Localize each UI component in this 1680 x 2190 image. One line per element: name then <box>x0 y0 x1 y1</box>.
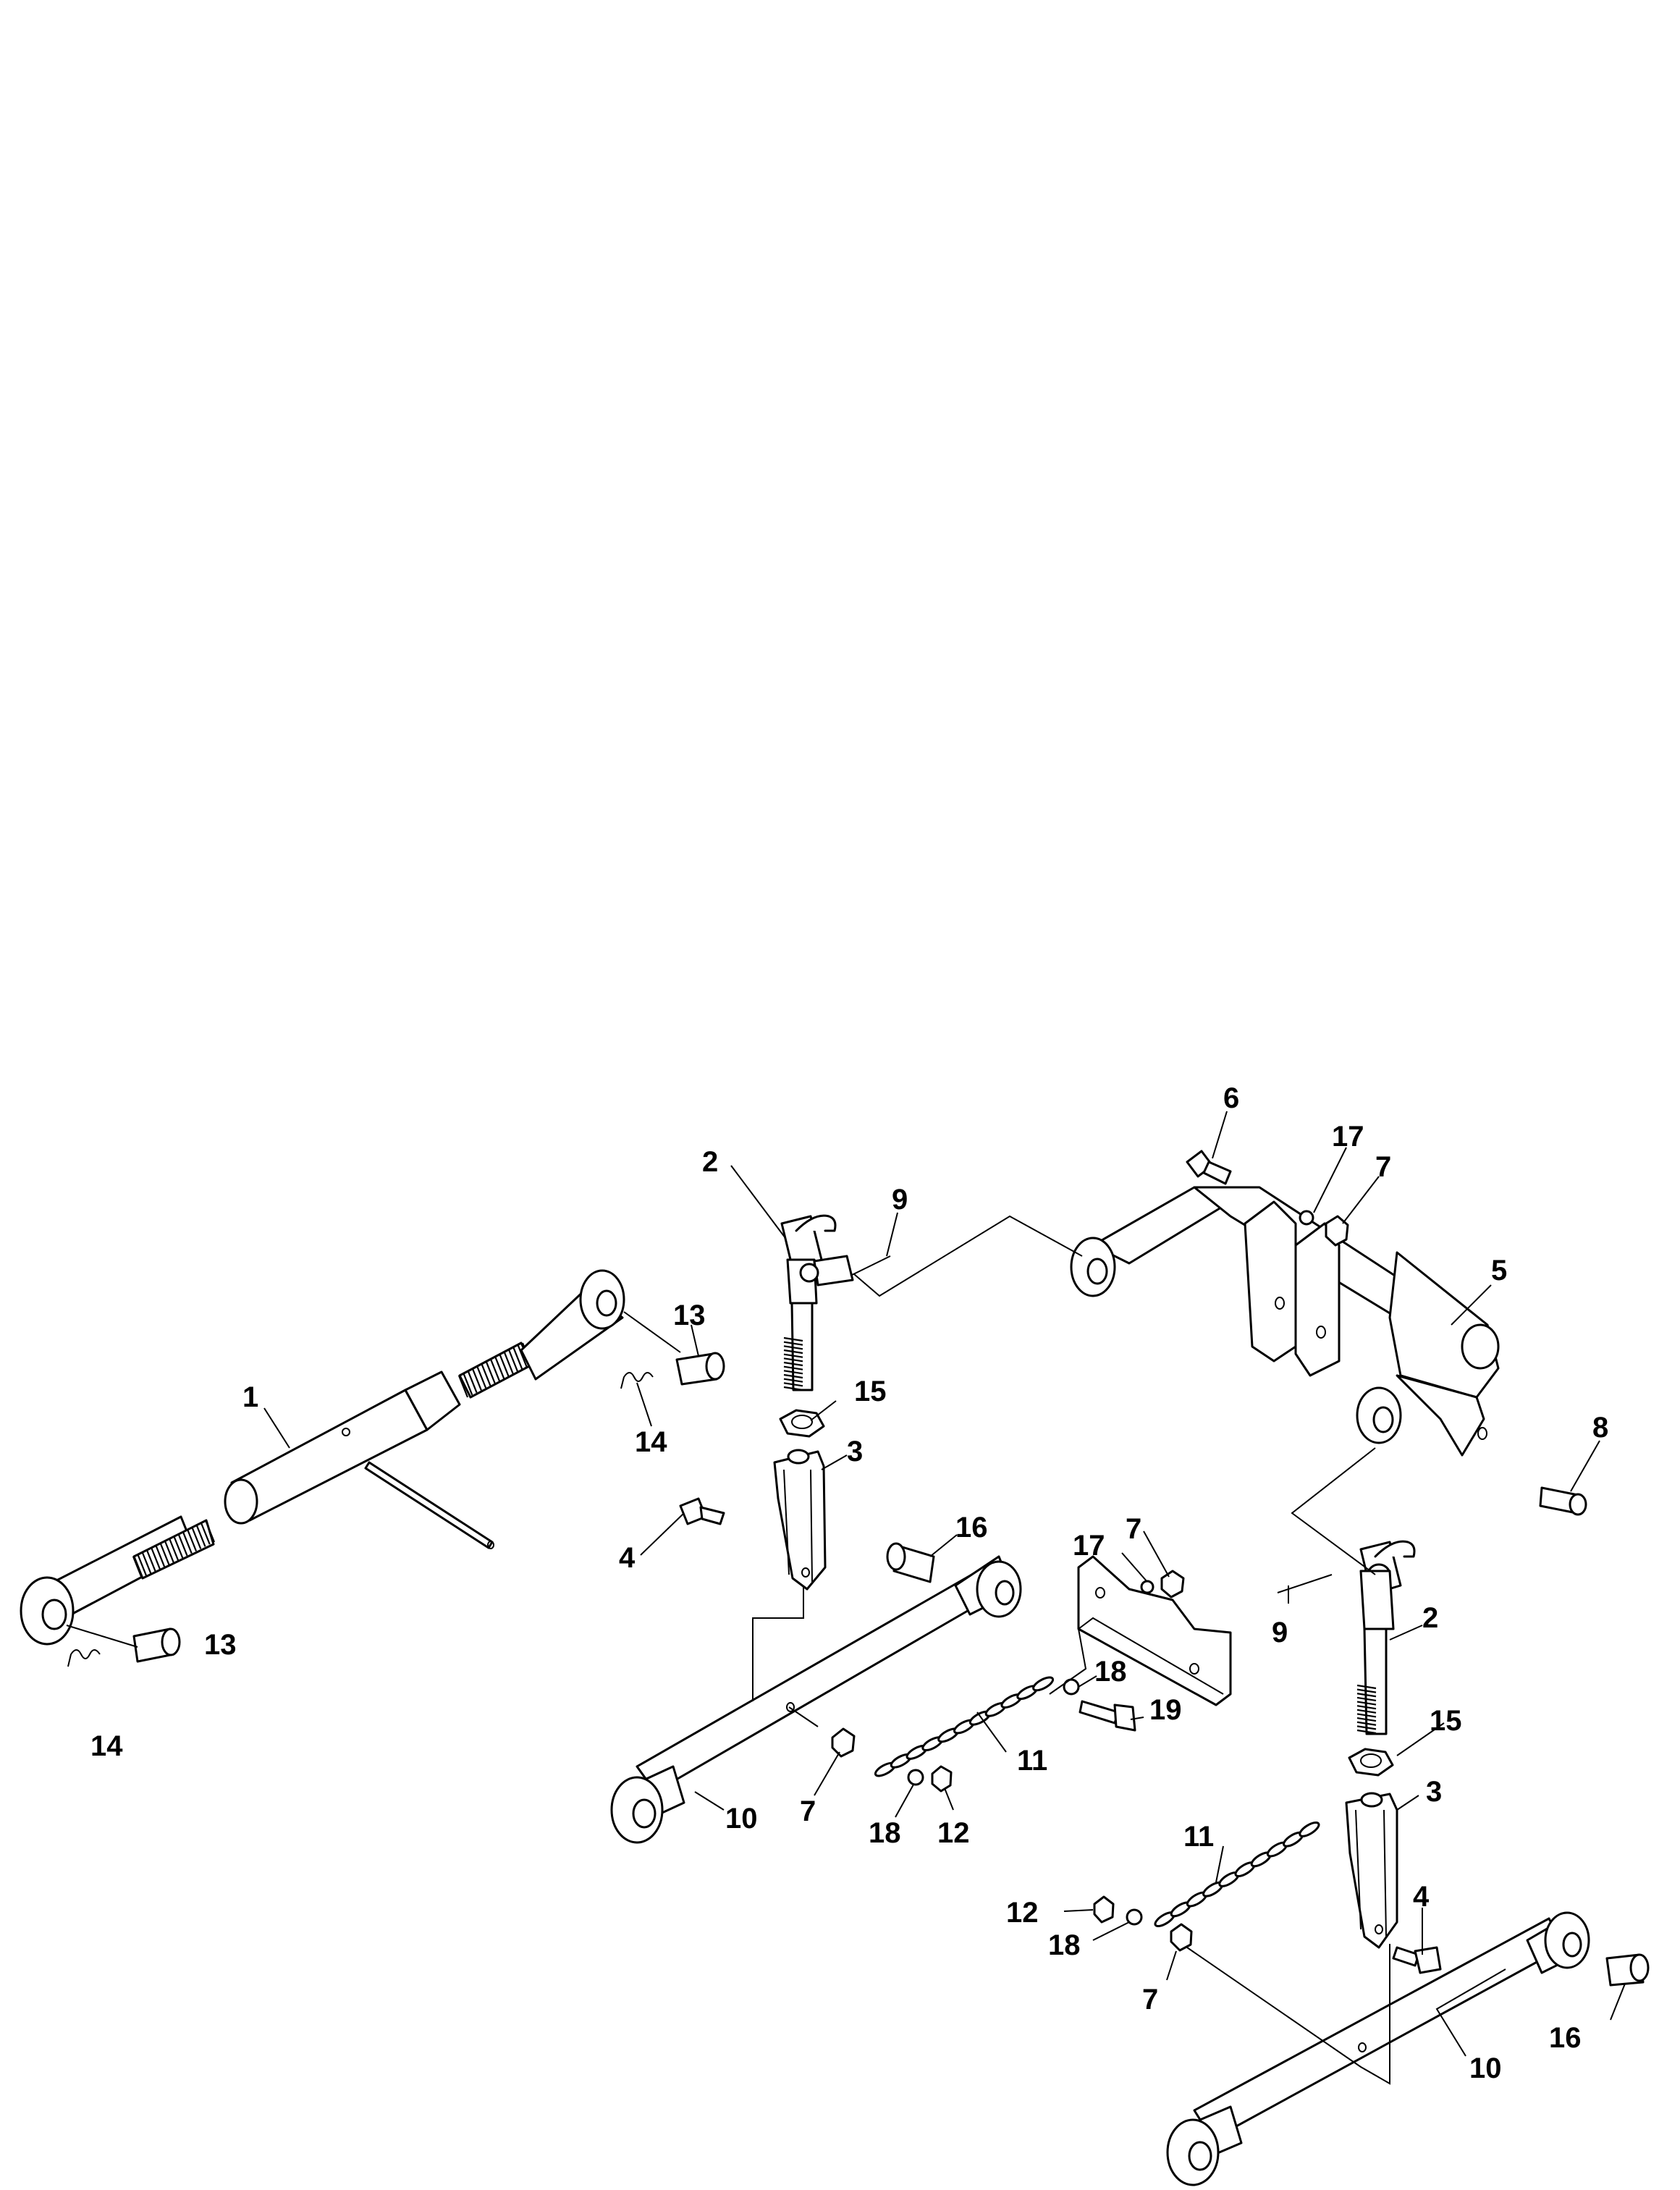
callout-10-right: 10 <box>1469 2052 1502 2084</box>
clevis-right <box>1345 1792 1398 1949</box>
callout-leaders <box>263 1111 1626 2057</box>
callout-12-left: 12 <box>937 1817 970 1849</box>
top-link-pin-upper <box>675 1352 725 1386</box>
bracket-washer <box>1140 1580 1155 1594</box>
callout-16-right: 16 <box>1549 2022 1582 2054</box>
callout-16-left: 16 <box>955 1512 988 1543</box>
callout-4-left: 4 <box>619 1542 636 1574</box>
callout-6: 6 <box>1223 1082 1239 1114</box>
clevis-left <box>773 1449 827 1591</box>
stabilizer-bracket <box>1077 1555 1232 1706</box>
spring-pin-right <box>1277 1574 1333 1593</box>
callout-3-left: 3 <box>847 1436 863 1467</box>
callout-13-upper: 13 <box>673 1300 706 1331</box>
callout-7-right: 7 <box>1142 1984 1158 2016</box>
cross-shaft <box>1070 1186 1500 1457</box>
top-link-pin-lower <box>132 1627 181 1663</box>
callout-12-right: 12 <box>1006 1897 1039 1929</box>
callout-18-right: 18 <box>1048 1929 1081 1961</box>
chain-nut-right <box>1170 1923 1193 1952</box>
callout-18-left: 18 <box>869 1817 901 1849</box>
chain-locknut-left <box>931 1765 953 1793</box>
callout-15-right: 15 <box>1430 1705 1462 1737</box>
chain-bolt <box>1063 1678 1136 1732</box>
callout-13-lower: 13 <box>204 1629 237 1661</box>
upper-thread <box>457 1342 533 1398</box>
lift-rod-left <box>780 1214 854 1391</box>
lift-rod-right <box>1356 1540 1416 1735</box>
callout-2-right: 2 <box>1422 1602 1438 1634</box>
lock-washer-top <box>1299 1210 1314 1226</box>
top-link-assembly <box>20 1269 625 1646</box>
callout-11-right: 11 <box>1183 1821 1214 1853</box>
chain-nut-left <box>831 1727 856 1758</box>
callout-labels: 1 2 2 3 3 4 4 5 6 7 7 7 7 8 9 9 10 10 11… <box>90 1082 1608 2084</box>
lower-link-pin-left <box>886 1542 935 1583</box>
mount-bolt <box>1186 1150 1232 1185</box>
callout-3-right: 3 <box>1426 1776 1442 1808</box>
callout-11-left: 11 <box>1017 1745 1047 1777</box>
check-chain-left <box>874 1676 1055 1777</box>
callout-14-lower: 14 <box>90 1730 123 1762</box>
jam-nut-left <box>779 1409 825 1438</box>
callout-17-top: 17 <box>1332 1121 1364 1153</box>
lift-rod-left-thread <box>783 1336 803 1391</box>
callout-5: 5 <box>1491 1255 1507 1286</box>
spring-pin-left <box>850 1255 891 1276</box>
lock-nut-top <box>1325 1215 1349 1247</box>
cross-shaft-pin <box>1539 1486 1587 1516</box>
callout-17-bracket: 17 <box>1073 1530 1105 1562</box>
lift-rod-right-thread <box>1356 1684 1377 1735</box>
callout-7-top: 7 <box>1375 1151 1391 1183</box>
bracket-nut <box>1160 1570 1185 1599</box>
lower-link-left <box>610 1555 1022 1844</box>
callout-15-left: 15 <box>854 1376 887 1407</box>
chain-washer-left <box>907 1769 924 1786</box>
callout-18-upper: 18 <box>1094 1656 1127 1688</box>
clevis-bolt-right <box>1392 1946 1442 1974</box>
lower-thread <box>132 1520 216 1579</box>
callout-19: 19 <box>1149 1694 1182 1726</box>
jam-nut-right <box>1348 1748 1394 1777</box>
clevis-bolt-left <box>679 1497 725 1525</box>
callout-7-bracket: 7 <box>1126 1513 1141 1545</box>
chain-washer-right <box>1126 1908 1143 1926</box>
linch-pin-lower <box>67 1649 101 1667</box>
callout-9-left: 9 <box>892 1184 908 1216</box>
callout-10-left: 10 <box>725 1803 758 1835</box>
callout-8: 8 <box>1592 1412 1608 1444</box>
linch-pin-upper <box>620 1372 654 1389</box>
assembly-lines <box>66 1215 1390 2085</box>
callout-1: 1 <box>242 1381 258 1413</box>
callout-2-left: 2 <box>702 1146 718 1178</box>
lower-link-right <box>1166 1911 1590 2186</box>
check-chain-right <box>1154 1821 1320 1928</box>
callout-9-right: 9 <box>1272 1617 1288 1648</box>
callout-7-left: 7 <box>800 1795 816 1827</box>
callout-4-right: 4 <box>1413 1881 1430 1913</box>
callout-14-upper: 14 <box>635 1426 667 1458</box>
lower-link-pin-right <box>1605 1953 1650 1987</box>
chain-locknut-right <box>1093 1895 1115 1924</box>
